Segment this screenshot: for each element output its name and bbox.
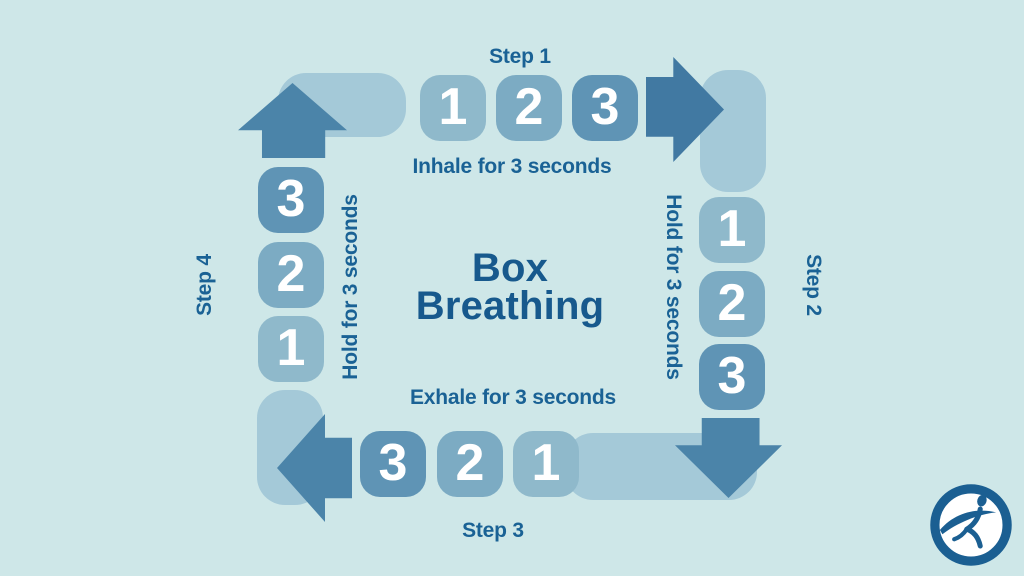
page-title: Box Breathing bbox=[415, 246, 605, 328]
title-line-2: Breathing bbox=[415, 284, 605, 328]
count-tile-step2-3: 3 bbox=[699, 344, 765, 410]
track-segment-top-right-corner bbox=[700, 70, 766, 192]
count-tile-step2-2: 2 bbox=[699, 271, 765, 337]
step-1-instruction: Inhale for 3 seconds bbox=[412, 155, 612, 178]
count-tile-step3-3: 3 bbox=[360, 431, 426, 497]
count-tile-step1-1: 1 bbox=[420, 75, 486, 141]
step-4-instruction: Hold for 3 seconds bbox=[339, 194, 362, 380]
fitness-figure-logo bbox=[930, 484, 1012, 566]
count-tile-step3-2: 2 bbox=[437, 431, 503, 497]
step-3-instruction: Exhale for 3 seconds bbox=[409, 386, 617, 409]
step-2-label: Step 2 bbox=[802, 254, 825, 316]
step-3-label: Step 3 bbox=[462, 519, 524, 542]
step-4-label: Step 4 bbox=[193, 254, 216, 316]
count-tile-step4-1: 1 bbox=[258, 316, 324, 382]
count-tile-step2-1: 1 bbox=[699, 197, 765, 263]
count-tile-step4-3: 3 bbox=[258, 167, 324, 233]
count-tile-step1-2: 2 bbox=[496, 75, 562, 141]
title-line-1: Box bbox=[471, 246, 549, 290]
count-tile-step1-3: 3 bbox=[572, 75, 638, 141]
step-1-label: Step 1 bbox=[489, 45, 551, 68]
step-2-instruction: Hold for 3 seconds bbox=[662, 194, 685, 380]
count-tile-step4-2: 2 bbox=[258, 242, 324, 308]
count-tile-step3-1: 1 bbox=[513, 431, 579, 497]
